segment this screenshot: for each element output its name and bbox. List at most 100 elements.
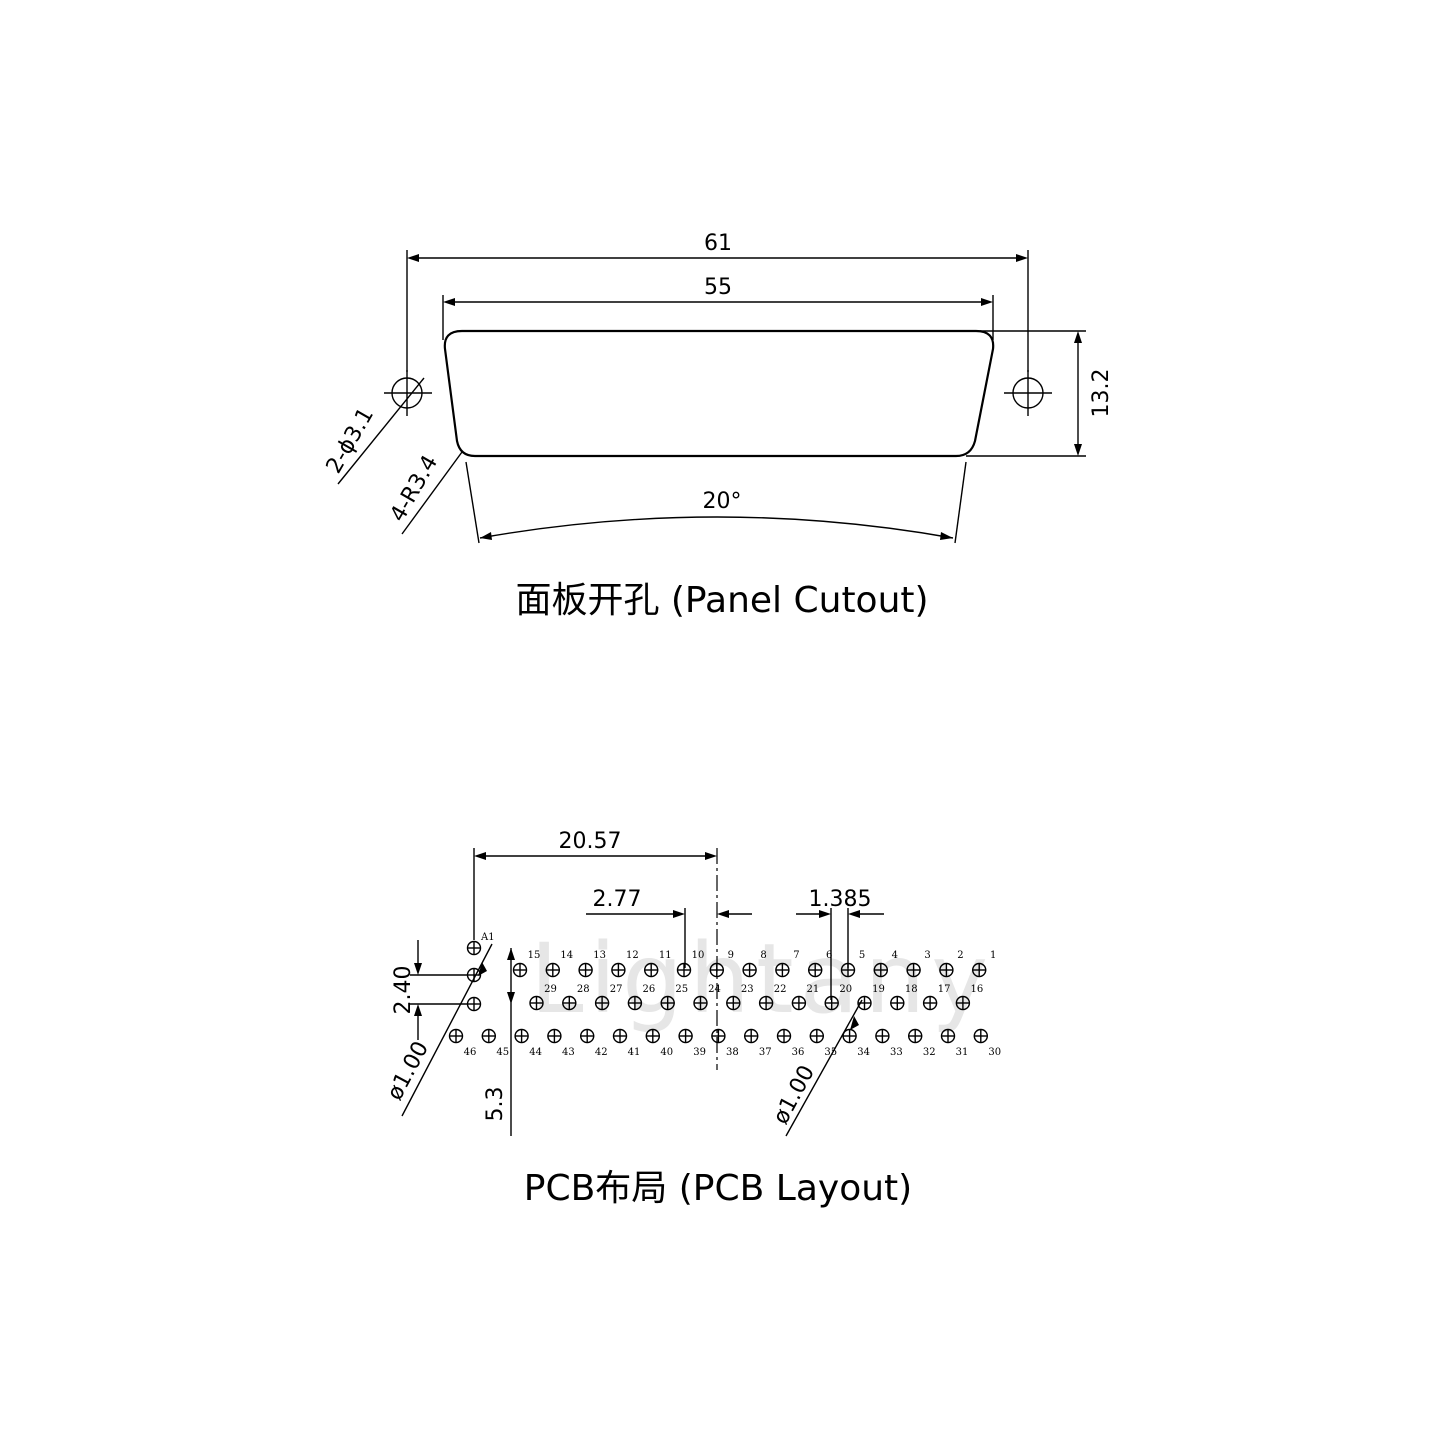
pin-hole-row3 (940, 1028, 956, 1044)
pin-hole-row2 (693, 995, 708, 1011)
pin-number-row1: 2 (957, 950, 963, 961)
pin-hole-row3 (973, 1028, 988, 1044)
pin-number-row3: 36 (792, 1047, 805, 1058)
dim-hole-dia-right-label: ø1.00 (769, 1062, 820, 1129)
pin-hole-row3 (612, 1028, 628, 1044)
pin-number-row3: 37 (759, 1047, 772, 1058)
dim-20-57: 20.57 (473, 829, 717, 940)
pin-number-row3: 39 (693, 1047, 706, 1058)
pin-hole-row3 (645, 1028, 660, 1044)
pin-number-row1: 14 (560, 950, 573, 961)
pin-hole-row2 (922, 995, 938, 1011)
pin-hole-row1 (611, 962, 626, 978)
pin-number-row1: 7 (793, 950, 799, 961)
pin-hole-row1 (578, 962, 593, 978)
pin-number-row2: 29 (544, 984, 557, 995)
pin-hole-row2 (529, 995, 544, 1011)
pin-number-row2: 18 (905, 984, 918, 995)
dim-13-2: 13.2 (966, 330, 1114, 457)
pin-number-row3: 41 (628, 1047, 641, 1058)
pin-number-row2: 23 (741, 984, 754, 995)
pin-number-row1: 11 (659, 950, 672, 961)
dim-2-77-label: 2.77 (593, 887, 642, 912)
pin-hole-row3 (908, 1028, 923, 1044)
pin-number-row3: 38 (726, 1047, 739, 1058)
dim-5-3-label: 5.3 (483, 1087, 508, 1122)
pin-number-row3: 33 (890, 1047, 903, 1058)
pin-number-row3: 35 (824, 1047, 837, 1058)
dim-mount-holes-label: 2-ϕ3.1 (322, 404, 379, 478)
pin-number-row1: 9 (728, 950, 734, 961)
pin-hole-row1 (873, 962, 888, 978)
pin-a1-hole (466, 940, 482, 956)
pin-hole-row2 (955, 995, 971, 1011)
pin-number-row3: 40 (660, 1047, 673, 1058)
pin-number-row1: 5 (859, 950, 865, 961)
pin-number-row2: 27 (610, 984, 623, 995)
pin-number-row1: 6 (826, 950, 832, 961)
pin-hole-row3 (744, 1028, 759, 1044)
pin-hole-row3 (448, 1028, 464, 1044)
pin-number-row2: 26 (643, 984, 656, 995)
pin-hole-row1 (545, 962, 560, 978)
pin-number-row2: 25 (675, 984, 688, 995)
pin-number-row1: 15 (528, 950, 541, 961)
pin-number-row1: 13 (593, 950, 606, 961)
pin-number-row1: 12 (626, 950, 639, 961)
dim-5-3: 5.3 (483, 948, 515, 1136)
pin-hole-row1 (808, 962, 823, 978)
pin-number-row2: 16 (971, 984, 984, 995)
pin-hole-row3 (481, 1028, 496, 1044)
right-mount-hole (1004, 370, 1052, 416)
pin-hole-row3 (842, 1028, 857, 1044)
pin-hole-row3 (678, 1028, 693, 1044)
pin-number-row2: 17 (938, 984, 951, 995)
pin-a1-label: A1 (480, 932, 495, 943)
pin-hole-row3 (580, 1028, 595, 1044)
dim-mount-holes: 2-ϕ3.1 (322, 377, 425, 485)
pin-hole-row1 (906, 962, 921, 978)
pin-number-row2: 20 (839, 984, 852, 995)
pin-number-row3: 31 (956, 1047, 969, 1058)
dim-2-40: 2.40 (391, 940, 468, 1040)
pin-hole-row1 (972, 962, 987, 978)
pin-hole-row2 (758, 995, 774, 1011)
pin-number-row2: 24 (708, 984, 721, 995)
pin-hole-row2 (660, 995, 675, 1011)
panel-cutout-drawing: 61 55 13.2 20° (322, 231, 1114, 621)
dim-corner-radius: 4-R3.4 (385, 451, 463, 535)
pin-hole-row2 (627, 995, 643, 1011)
pin-number-row1: 1 (990, 950, 996, 961)
pin-number-row3: 42 (595, 1047, 608, 1058)
pin-hole-row3 (809, 1028, 824, 1044)
pin-number-row3: 32 (923, 1047, 936, 1058)
pin-hole-row2 (594, 995, 610, 1011)
pin-hole-row2 (791, 995, 807, 1011)
pin-number-row1: 10 (692, 950, 705, 961)
panel-cutout-caption: 面板开孔 (Panel Cutout) (515, 580, 928, 621)
dim-angle-label: 20° (703, 489, 742, 514)
pin-number-row3: 30 (988, 1047, 1001, 1058)
pin-hole-row3 (711, 1028, 726, 1044)
dim-angle: 20° (465, 461, 967, 544)
pin-hole-row1 (742, 962, 757, 978)
pin-hole-row2 (890, 995, 905, 1011)
pin-hole-row1 (676, 962, 692, 978)
pin-hole-row1 (644, 962, 659, 978)
pcb-pin-holes (448, 962, 988, 1044)
pin-number-row3: 44 (529, 1047, 542, 1058)
pin-hole-row3 (875, 1028, 890, 1044)
watermark: Lightany (530, 923, 994, 1035)
pin-number-row3: 46 (464, 1047, 477, 1058)
pin-number-row1: 8 (760, 950, 766, 961)
dim-1-385: 1.385 (796, 887, 884, 1000)
dim-55-label: 55 (704, 275, 732, 300)
pin-number-row3: 43 (562, 1047, 575, 1058)
dim-1-385-label: 1.385 (809, 887, 872, 912)
pin-number-row2: 21 (807, 984, 820, 995)
ref-hole-lower (466, 996, 482, 1012)
dim-2-40-label: 2.40 (391, 966, 416, 1015)
cutout-outline (443, 329, 995, 458)
